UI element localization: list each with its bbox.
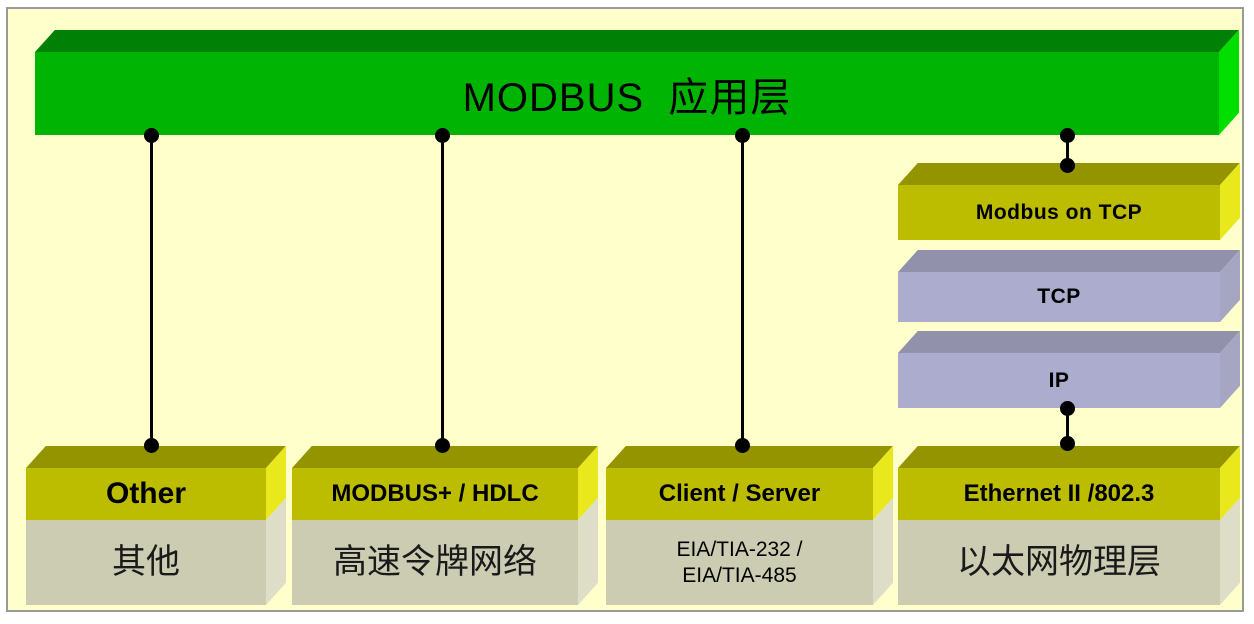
connector-dot bbox=[144, 128, 159, 143]
client-server-top-face bbox=[606, 446, 893, 468]
connector-client-server bbox=[741, 135, 744, 446]
tcp-box: TCP bbox=[898, 249, 1240, 322]
modbus-on-tcp-label: Modbus on TCP bbox=[975, 200, 1143, 224]
connector-dot bbox=[735, 438, 750, 453]
other-protocol-band: Other bbox=[26, 468, 266, 520]
connector-dot bbox=[435, 438, 450, 453]
connector-dot bbox=[1060, 436, 1075, 451]
modbus-plus-hdlc-protocol-band: MODBUS+ / HDLC bbox=[292, 468, 578, 520]
ethernet-label: Ethernet II /802.3 bbox=[963, 480, 1155, 507]
modbus-plus-hdlc-sublabel: 高速令牌网络 bbox=[333, 543, 537, 581]
modbus-plus-hdlc-box: MODBUS+ / HDLC 高速令牌网络 bbox=[292, 445, 598, 605]
client-server-description-band: EIA/TIA-232 / EIA/TIA-485 bbox=[606, 520, 873, 605]
connector-dot bbox=[1060, 128, 1075, 143]
modbus-plus-hdlc-description-band: 高速令牌网络 bbox=[292, 520, 578, 605]
client-server-label: Client / Server bbox=[658, 480, 821, 507]
connector-modbus-on-tcp bbox=[1066, 135, 1069, 165]
client-server-box: Client / Server EIA/TIA-232 / EIA/TIA-48… bbox=[606, 445, 893, 605]
ip-box: IP bbox=[898, 330, 1240, 408]
connector-dot bbox=[144, 438, 159, 453]
connector-ip-ethernet bbox=[1066, 408, 1069, 444]
other-box: Other 其他 bbox=[26, 445, 286, 605]
ethernet-description-band: 以太网物理层 bbox=[898, 520, 1220, 605]
client-server-protocol-band: Client / Server bbox=[606, 468, 873, 520]
connector-dot bbox=[1060, 401, 1075, 416]
connector-dot bbox=[1060, 158, 1075, 173]
ethernet-box: Ethernet II /802.3 以太网物理层 bbox=[898, 445, 1240, 605]
tcp-label: TCP bbox=[1037, 285, 1081, 308]
ip-label: IP bbox=[1048, 368, 1070, 392]
application-layer-top-face bbox=[35, 30, 1239, 52]
other-sublabel: 其他 bbox=[112, 543, 180, 581]
other-description-band: 其他 bbox=[26, 520, 266, 605]
client-server-sublabel: EIA/TIA-232 / EIA/TIA-485 bbox=[676, 538, 803, 587]
ethernet-protocol-band: Ethernet II /802.3 bbox=[898, 468, 1220, 520]
connector-other bbox=[150, 135, 153, 446]
application-layer-title: MODBUS 应用层 bbox=[462, 75, 792, 120]
connector-modbus-plus bbox=[441, 135, 444, 446]
application-layer-box: MODBUS 应用层 bbox=[35, 29, 1239, 135]
connector-dot bbox=[735, 128, 750, 143]
ethernet-sublabel: 以太网物理层 bbox=[957, 543, 1161, 581]
other-label: Other bbox=[105, 477, 186, 510]
tcp-top-face bbox=[898, 250, 1240, 272]
modbus-plus-hdlc-label: MODBUS+ / HDLC bbox=[331, 480, 539, 507]
connector-dot bbox=[435, 128, 450, 143]
modbus-on-tcp-box: Modbus on TCP bbox=[898, 162, 1240, 240]
ip-top-face bbox=[898, 331, 1240, 353]
